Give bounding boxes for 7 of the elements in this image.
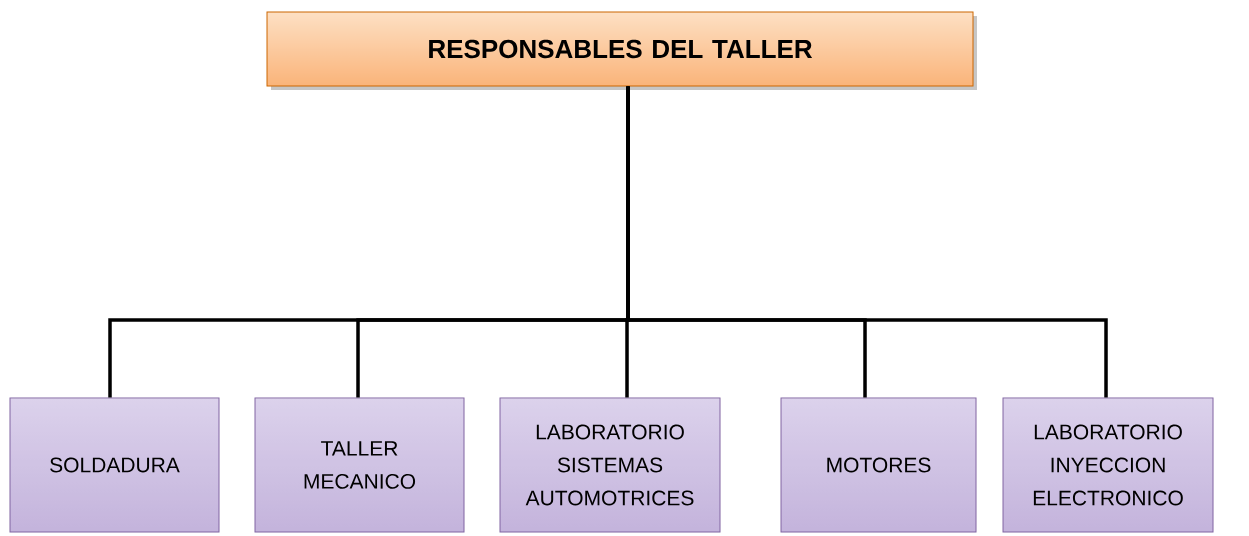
department-box: LABORATORIO SISTEMAS AUTOMOTRICES [499, 397, 721, 533]
department-box: LABORATORIO INYECCION ELECTRONICO [1002, 397, 1214, 533]
title-box: RESPONSABLES DEL TALLER [266, 11, 974, 87]
department-box: SOLDADURA [9, 397, 220, 533]
connector-line [626, 86, 1108, 398]
department-box: MOTORES [780, 397, 977, 533]
department-box: TALLER MECANICO [254, 397, 465, 533]
